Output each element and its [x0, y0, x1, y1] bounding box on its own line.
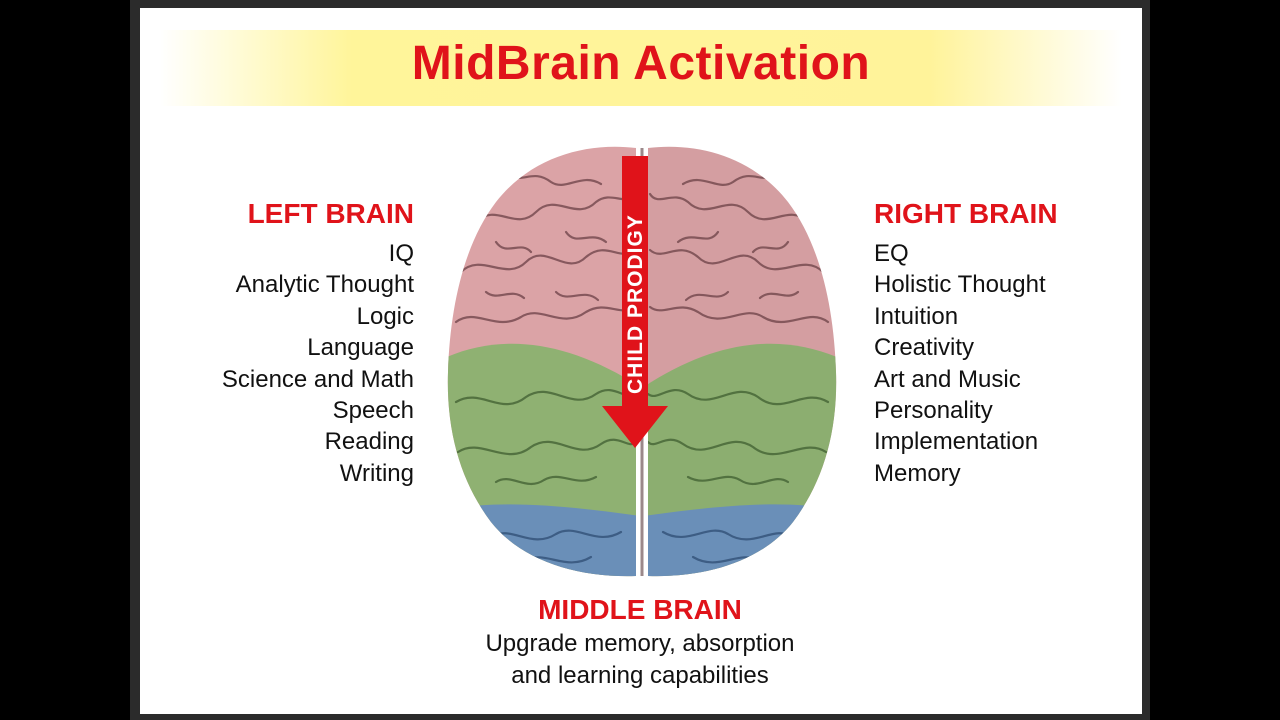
right-brain-list: EQ Holistic Thought Intuition Creativity… — [874, 238, 1114, 489]
right-brain-heading: RIGHT BRAIN — [874, 198, 1058, 229]
child-prodigy-arrow: CHILD PRODIGY — [602, 156, 668, 448]
brain-illustration: CHILD PRODIGY — [447, 146, 837, 577]
left-brain-item: Language — [307, 334, 414, 362]
left-brain-item: Reading — [324, 428, 414, 456]
right-brain-item: Art and Music — [874, 365, 1021, 393]
right-brain-item: Implementation — [874, 428, 1039, 456]
left-brain-list: IQ Analytic Thought Logic Language Scien… — [180, 238, 414, 489]
left-brain-item: Logic — [356, 302, 414, 330]
middle-brain-description-line2: and learning capabilities — [511, 662, 769, 689]
slide: MidBrain Activation LEFT BRAIN IQ Analyt… — [140, 8, 1142, 714]
left-brain-item: IQ — [388, 240, 414, 267]
child-prodigy-label: CHILD PRODIGY — [624, 214, 647, 394]
right-brain-item: EQ — [874, 240, 909, 267]
right-brain-item: Holistic Thought — [874, 271, 1046, 299]
middle-brain-description-line1: Upgrade memory, absorption — [485, 630, 795, 657]
right-hemisphere — [648, 146, 837, 577]
right-brain-item: Creativity — [874, 334, 975, 362]
left-brain-item: Science and Math — [221, 365, 414, 393]
slide-title: MidBrain Activation — [411, 37, 871, 90]
right-brain-item: Memory — [874, 459, 961, 487]
left-brain-item: Speech — [332, 396, 414, 424]
right-brain-item: Personality — [874, 396, 993, 424]
left-brain-item: Writing — [339, 459, 414, 487]
left-brain-heading: LEFT BRAIN — [247, 198, 414, 229]
title-band — [160, 30, 1122, 106]
right-brain-item: Intuition — [874, 302, 959, 330]
left-brain-item: Analytic Thought — [235, 271, 414, 299]
middle-brain-heading: MIDDLE BRAIN — [538, 594, 742, 625]
left-hemisphere — [447, 146, 636, 577]
